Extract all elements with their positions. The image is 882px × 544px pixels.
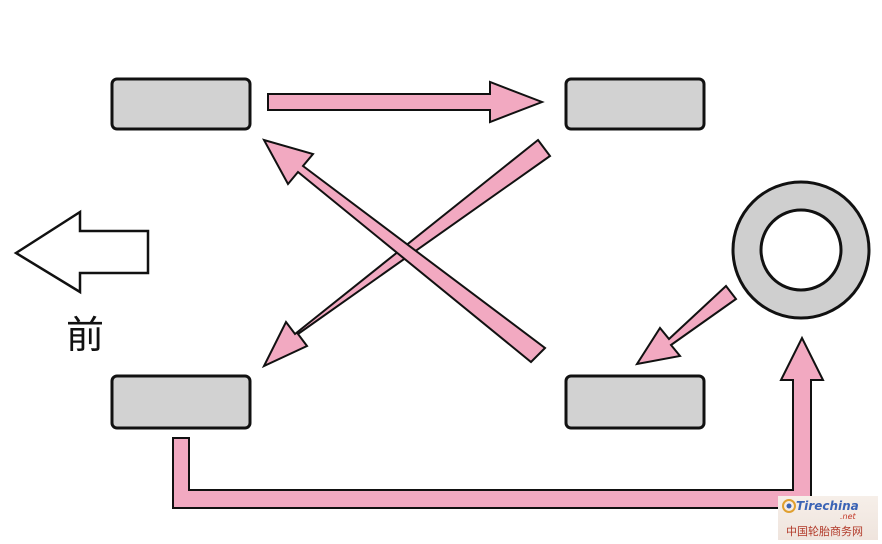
watermark-tagline: 中国轮胎商务网 xyxy=(786,525,863,538)
arrow-spare-to-rear-right xyxy=(634,284,738,366)
watermark-logo-icon xyxy=(782,499,796,513)
front-direction-arrow xyxy=(13,209,150,295)
spare-tire-inner xyxy=(759,208,843,292)
arrow-bottom-left-to-spare xyxy=(172,335,825,509)
front-label: 前 xyxy=(66,313,105,357)
watermark-brand-suffix: .net xyxy=(840,512,856,521)
tire-top-right xyxy=(564,77,706,131)
watermark-brand: Tirechina xyxy=(796,499,859,513)
tire-bottom-left xyxy=(110,374,252,430)
arrow-rear-left-to-front-right xyxy=(261,138,547,364)
tire-bottom-right xyxy=(564,374,706,430)
arrow-top-left-to-top-right xyxy=(267,80,545,124)
watermark: Tirechina .net 中国轮胎商务网 xyxy=(778,496,878,540)
tire-top-left xyxy=(110,77,252,131)
